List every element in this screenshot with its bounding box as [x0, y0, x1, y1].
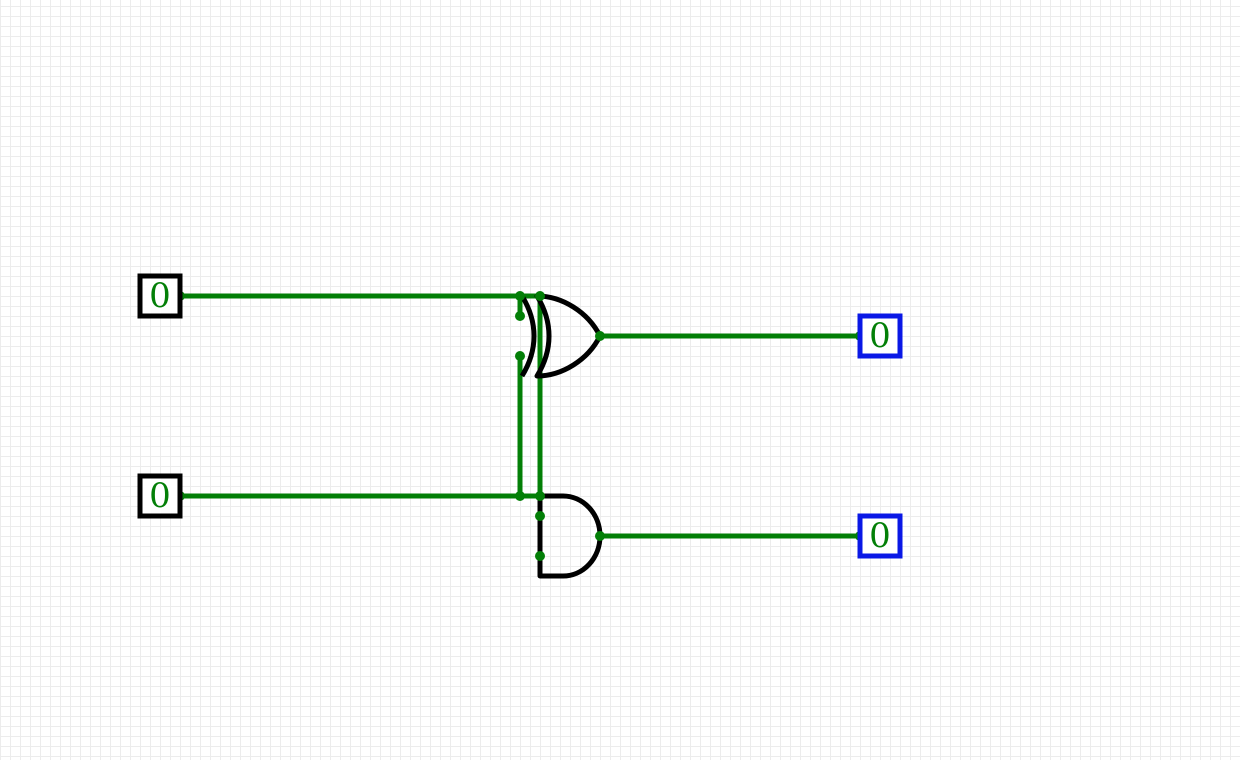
- and-gate[interactable]: [537, 493, 603, 579]
- output-carry[interactable]: 0: [857, 513, 903, 559]
- input-b[interactable]: 0: [137, 473, 183, 519]
- output-sum[interactable]: 0: [857, 313, 903, 359]
- input-b-value: 0: [149, 476, 171, 516]
- xor-input-2-pin[interactable]: [515, 351, 525, 361]
- xor-gate-body: [534, 293, 603, 379]
- junction-a-1: [515, 291, 525, 301]
- junction-b-1: [515, 491, 525, 501]
- output-carry-box[interactable]: [857, 513, 903, 559]
- input-a-value: 0: [149, 276, 171, 316]
- xor-gate[interactable]: [519, 293, 603, 379]
- output-carry-value: 0: [869, 516, 891, 556]
- xor-output-pin[interactable]: [595, 331, 605, 341]
- xor-gate-back-curve: [519, 294, 537, 378]
- xor-input-1-pin[interactable]: [515, 311, 525, 321]
- wires: [177, 293, 863, 559]
- junction-b-2: [535, 491, 545, 501]
- and-gate-body: [537, 493, 603, 579]
- input-a-box[interactable]: [137, 273, 183, 319]
- input-a[interactable]: 0: [137, 273, 183, 319]
- output-sum-value: 0: [869, 316, 891, 356]
- and-input-2-pin[interactable]: [535, 551, 545, 561]
- and-output-pin[interactable]: [595, 531, 605, 541]
- input-b-box[interactable]: [137, 473, 183, 519]
- and-input-1-pin[interactable]: [535, 511, 545, 521]
- output-sum-box[interactable]: [857, 313, 903, 359]
- junction-a-2: [535, 291, 545, 301]
